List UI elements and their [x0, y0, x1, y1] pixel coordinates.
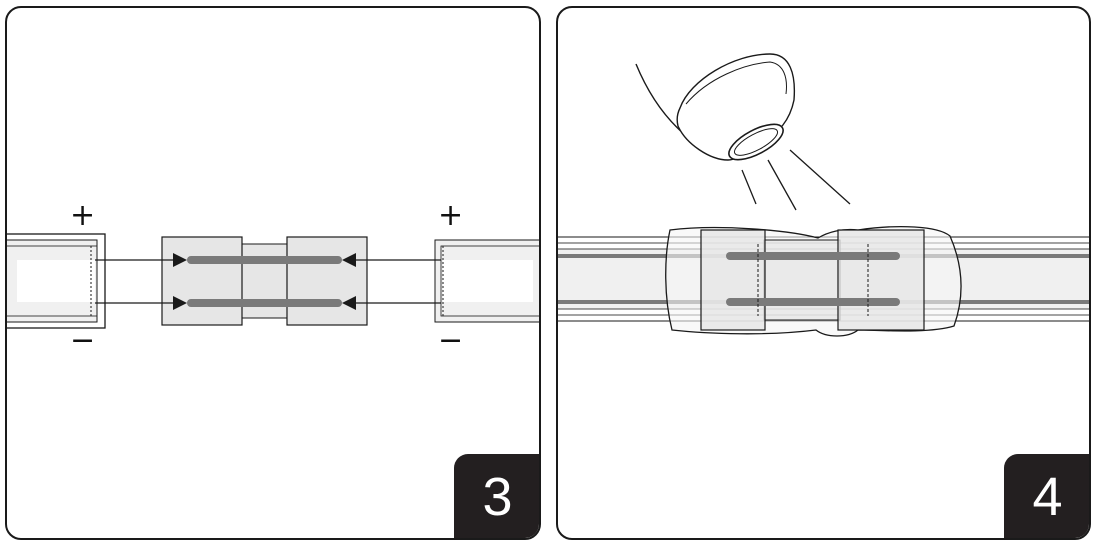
heat-line [767, 159, 797, 211]
step-number-badge: 3 [454, 454, 539, 538]
step-3-diagram [7, 233, 539, 329]
heat-gun-icon [635, 53, 851, 211]
heat-line [789, 149, 851, 205]
left-minus-label: − [70, 323, 96, 358]
right-plus-label: + [438, 198, 464, 233]
right-minus-label: − [438, 323, 464, 358]
strip-connector [161, 236, 368, 326]
arrow-icon [173, 296, 187, 310]
step-4-diagram [558, 53, 1089, 337]
heat-line [741, 169, 757, 205]
strip-connector [700, 229, 925, 331]
arrow-icon [342, 296, 356, 310]
left-led-strip [7, 233, 106, 329]
right-led-strip [434, 239, 539, 323]
insertion-arrows [95, 253, 441, 310]
step-4-panel: 4 [556, 6, 1091, 540]
arrow-icon [342, 253, 356, 267]
left-plus-label: + [70, 198, 96, 233]
step-3-panel: + − + − 3 [5, 6, 541, 540]
arrow-icon [173, 253, 187, 267]
step-number-badge: 4 [1004, 454, 1089, 538]
